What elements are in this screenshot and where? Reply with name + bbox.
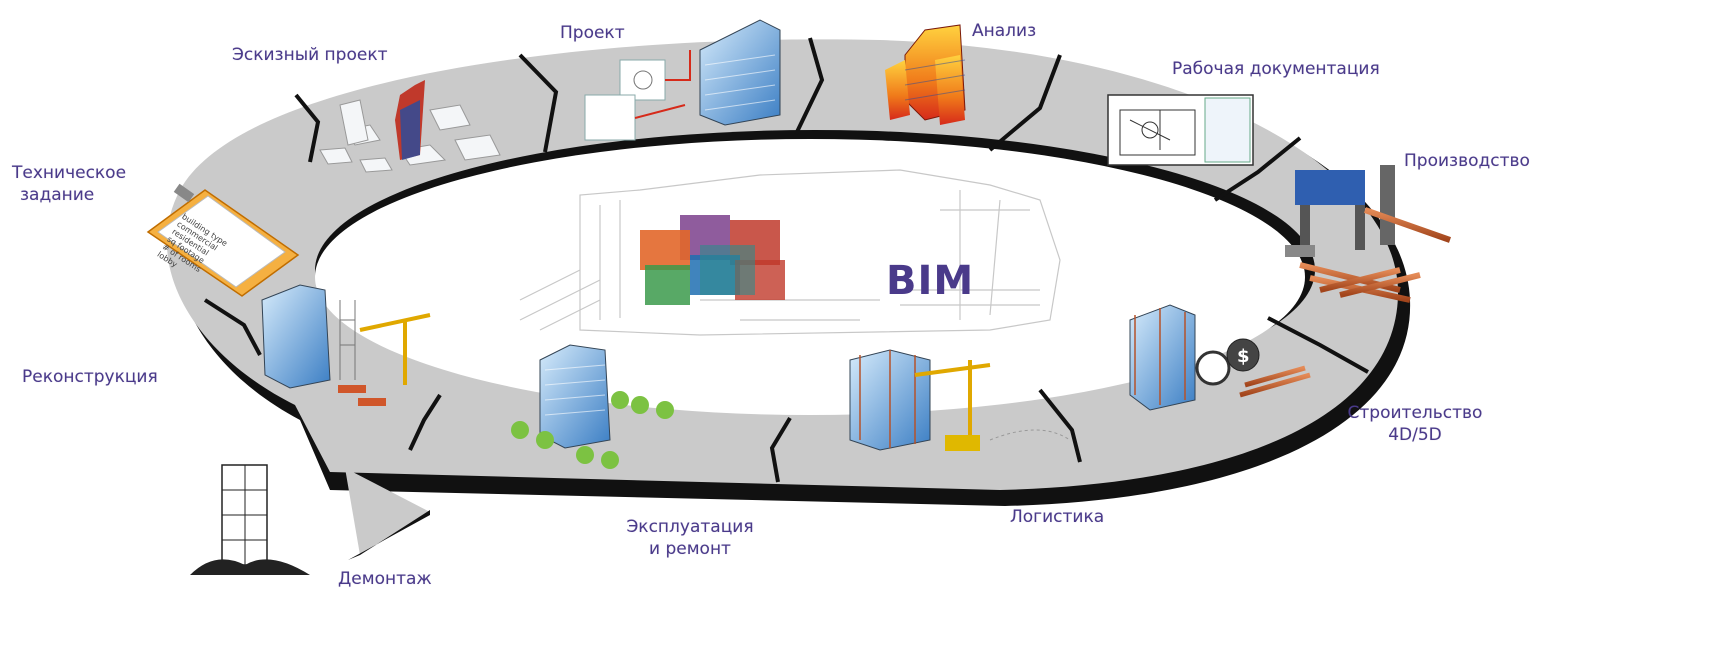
sketch-model-icon [319,80,501,173]
center-sketch [519,169,1061,336]
stage-label-analysis: Анализ [972,21,1037,41]
factory-machine-icon [1285,165,1451,303]
working-drawing-icon [1107,94,1254,166]
stage-label-tech-line1: Техническое [12,163,127,183]
analysis-model-icon [885,24,966,125]
stage-label-operation: Эксплуатация и ремонт [600,516,780,560]
stage-label-tech: Техническое задание [12,162,126,206]
stage-label-docs: Рабочая документация [1172,59,1380,79]
stage-label-construction: Строительство 4D/5D [1340,402,1490,446]
demolished-building-icon [190,464,310,575]
stage-label-project: Проект [560,23,625,43]
ring-tail [345,468,430,555]
stage-label-reconstruction: Реконструкция [22,367,158,387]
stage-label-demolition: Демонтаж [338,569,432,589]
svg-text:$: $ [1237,346,1250,367]
ring-segment-dividers [203,37,1369,483]
crane-logistics-icon [849,349,1071,451]
stage-label-construction-line1: Строительство [1347,403,1483,423]
stage-label-tech-line2: задание [20,185,95,205]
stage-label-logistics: Логистика [1010,507,1105,527]
center-title: BIM [886,258,975,304]
project-drawing-icon [584,19,781,141]
bim-cube-icon [640,215,785,305]
stage-label-operation-line2: и ремонт [649,539,731,559]
reconstruction-crane-icon [261,284,431,406]
building-park-icon [511,344,674,469]
stage-label-construction-line2: 4D/5D [1388,425,1442,445]
construction-cost-icon: $ [1129,304,1311,411]
stage-label-production: Производство [1404,151,1530,171]
ring-hole [315,139,1305,415]
clipboard-checklist-icon [146,183,300,297]
stage-label-sketch: Эскизный проект [232,45,388,65]
stage-label-operation-line1: Эксплуатация [626,517,754,537]
